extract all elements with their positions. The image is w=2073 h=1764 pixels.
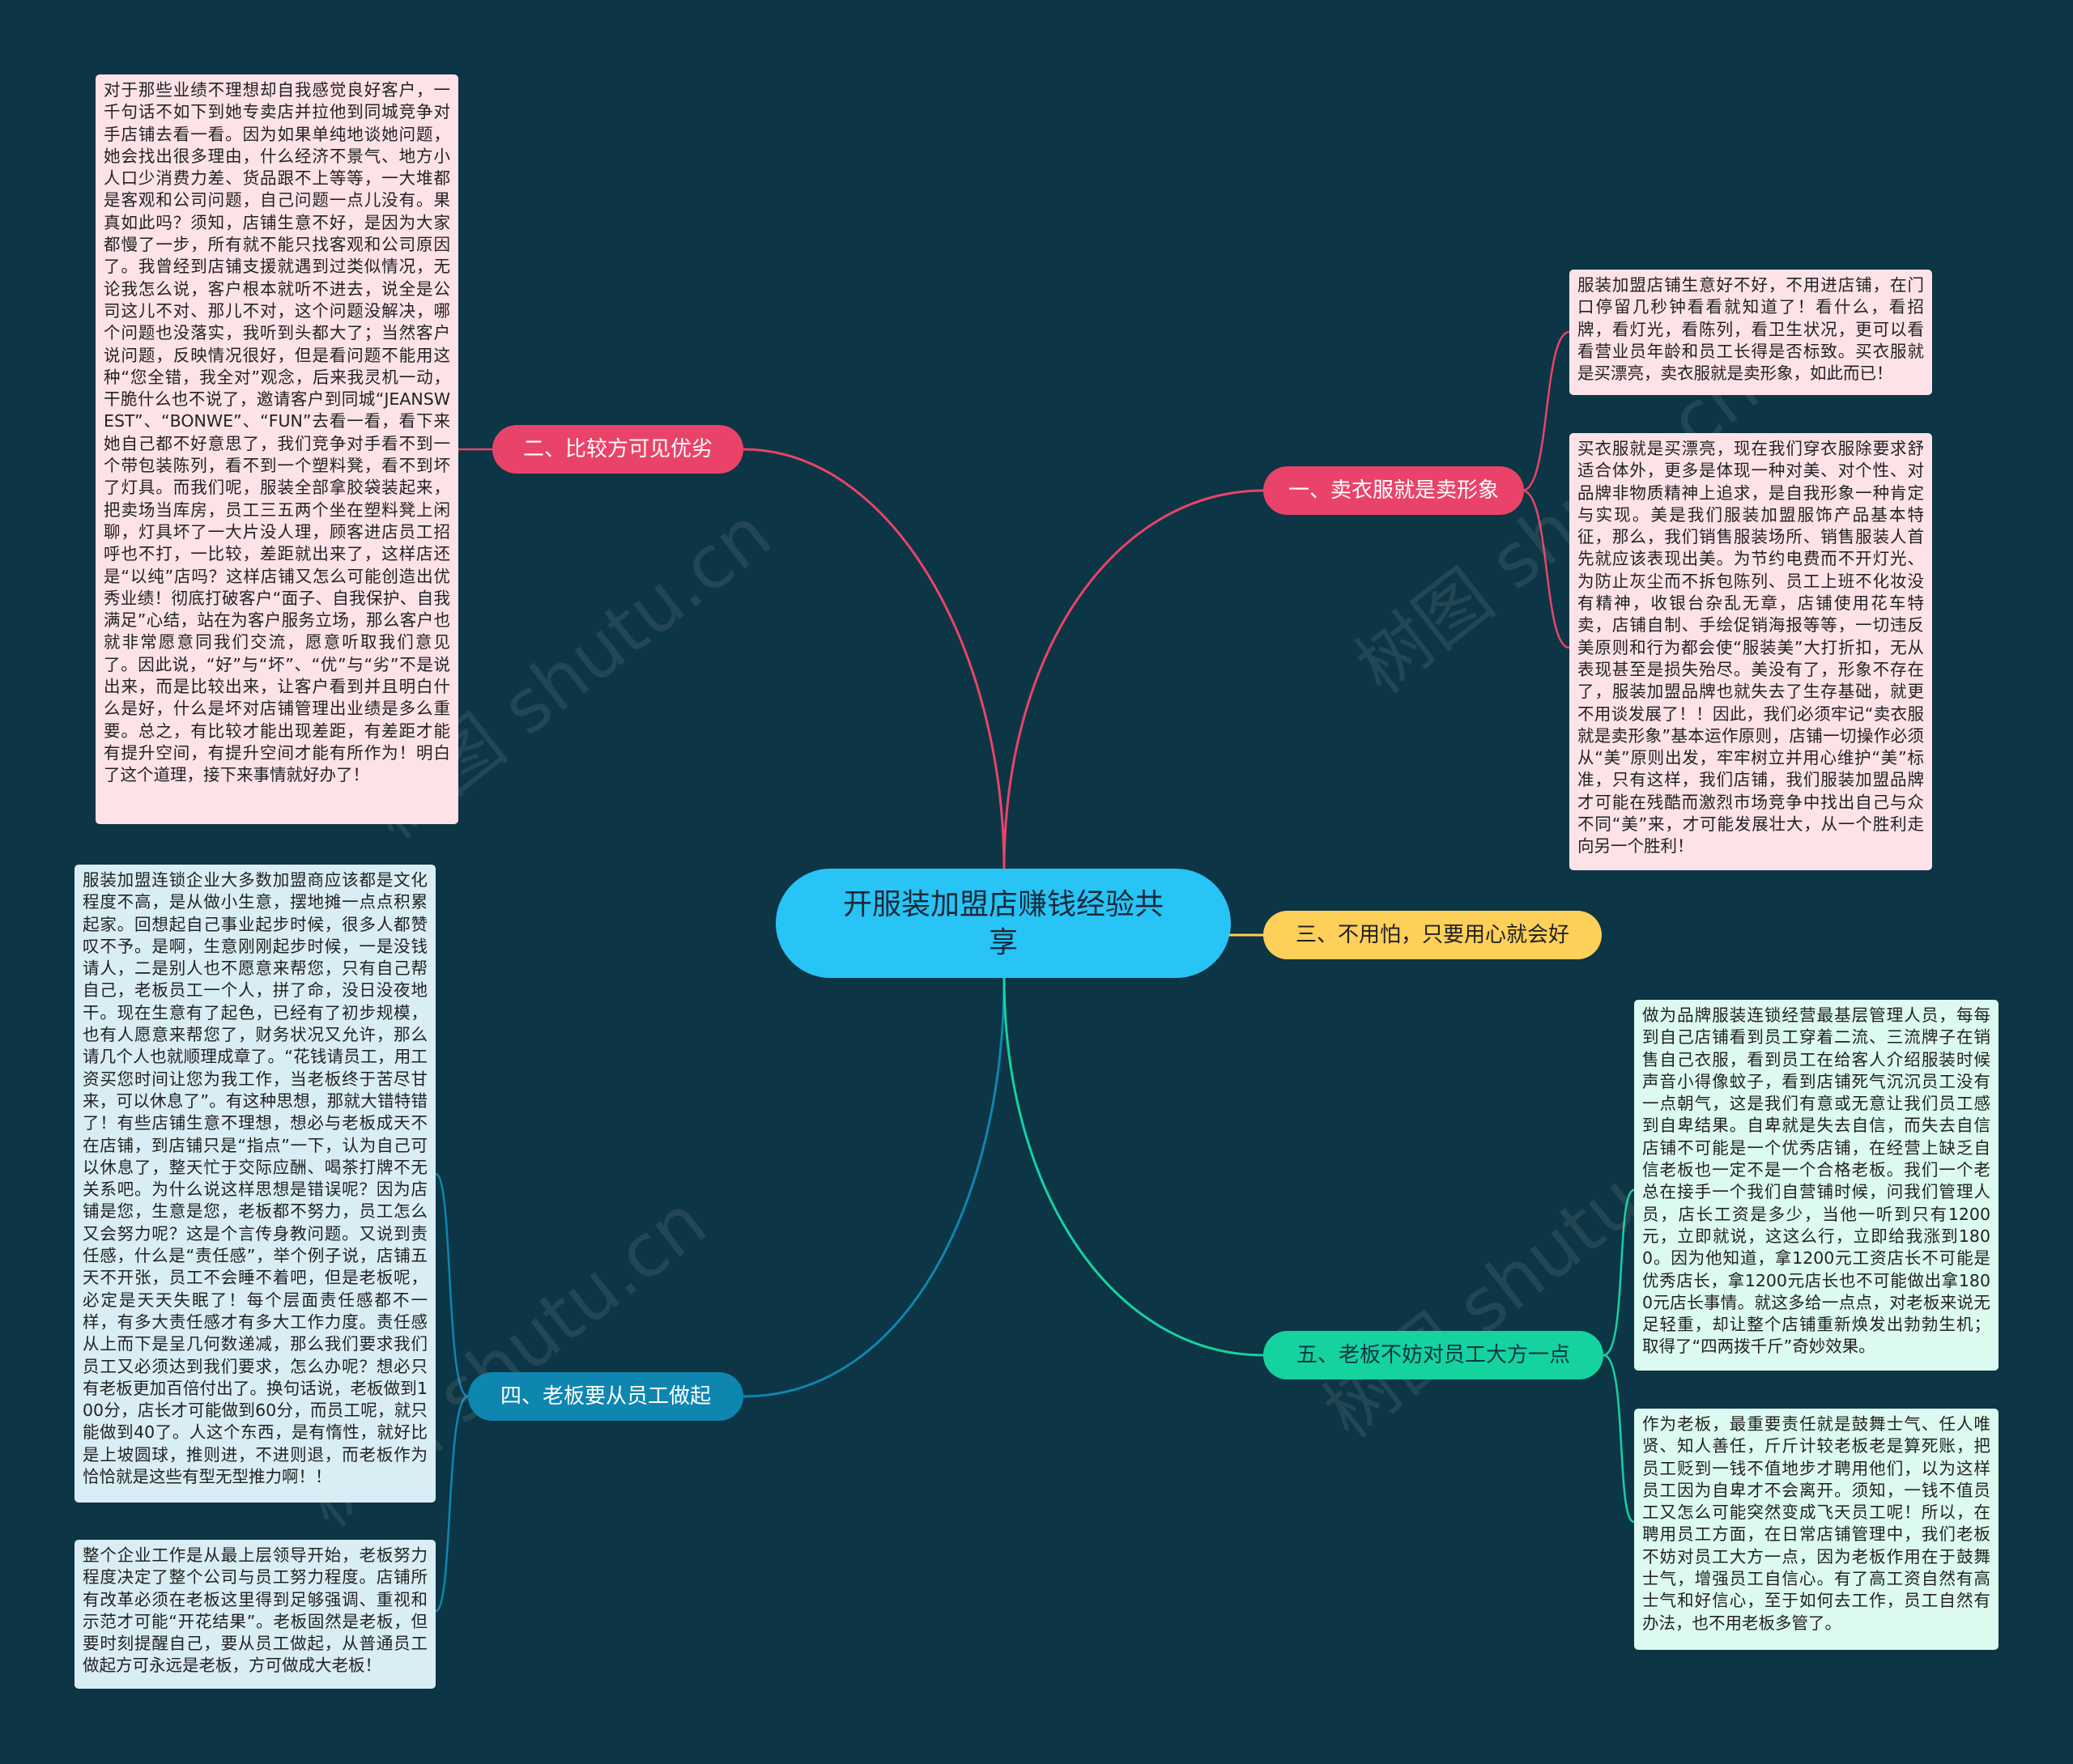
topic-5[interactable]: 五、老板不妨对员工大方一点 (1263, 1331, 1603, 1379)
topic-2[interactable]: 二、比较方可见优劣 (492, 425, 743, 474)
note-topic-1-a: 服装加盟店铺生意好不好，不用进店铺，在门口停留几秒钟看看就知道了！看什么，看招牌… (1569, 270, 1932, 395)
edge-topic-5 (1002, 976, 1264, 1357)
edge-note-1a (1522, 330, 1570, 492)
topic-3[interactable]: 三、不用怕，只要用心就会好 (1263, 911, 1602, 959)
note-topic-4-b: 整个企业工作是从最上层领导开始，老板努力程度决定了整个公司与员工努力程度。店铺所… (74, 1540, 436, 1689)
topic-4[interactable]: 四、老板要从员工做起 (468, 1372, 743, 1421)
edge-topic-2 (743, 448, 1006, 871)
central-title: 开服装加盟店赚钱经验共享 (842, 887, 1164, 959)
edge-note-5a (1603, 1188, 1635, 1357)
edge-note-4a (435, 1172, 469, 1398)
edge-note-5b (1603, 1354, 1635, 1524)
edge-topic-1 (1002, 489, 1264, 871)
edge-note-4b (435, 1395, 469, 1613)
note-topic-5-a: 做为品牌服装连锁经营最基层管理人员，每每到自己店铺看到员工穿着二流、三流牌子在销… (1634, 1000, 1999, 1371)
edge-note-1b (1522, 489, 1570, 649)
topic-1[interactable]: 一、卖衣服就是卖形象 (1263, 466, 1524, 515)
note-topic-4-a: 服装加盟连锁企业大多数加盟商应该都是文化程度不高，是从做小生意，摆地摊一点点积累… (74, 865, 436, 1503)
central-topic[interactable]: 开服装加盟店赚钱经验共享 (776, 869, 1231, 978)
edge-topic-4 (743, 976, 1006, 1398)
note-topic-2: 对于那些业绩不理想却自我感觉良好客户，一千句话不如下到她专卖店并拉他到同城竞争对… (96, 74, 458, 824)
note-topic-5-b: 作为老板，最重要责任就是鼓舞士气、任人唯贤、知人善任，斤斤计较老板老是算死账，把… (1634, 1409, 1999, 1650)
note-topic-1-b: 买衣服就是买漂亮，现在我们穿衣服除要求舒适合体外，更多是体现一种对美、对个性、对… (1569, 433, 1932, 870)
